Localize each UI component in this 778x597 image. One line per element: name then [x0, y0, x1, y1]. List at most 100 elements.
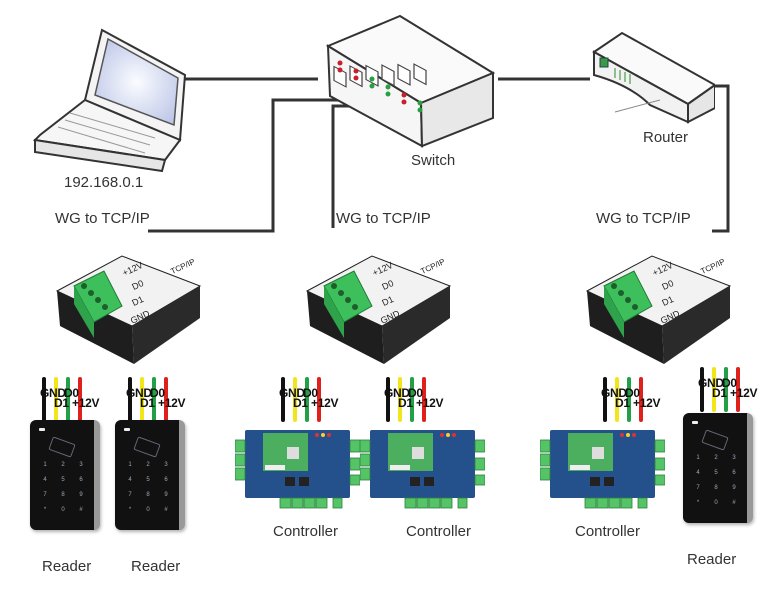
keypad-key: 7 [696, 485, 700, 491]
keypad-key: 9 [79, 492, 83, 498]
keypad-key: 8 [714, 485, 718, 491]
wire-label-d1: D1 [293, 396, 308, 410]
keypad-key: * [128, 507, 132, 513]
keypad-key: # [732, 500, 736, 506]
keypad-key: 8 [146, 492, 150, 498]
wire-d1 [140, 377, 144, 422]
wire-gnd [42, 377, 46, 422]
keypad-key: 3 [79, 462, 83, 468]
wire-d0 [410, 377, 414, 422]
keypad-key: 1 [696, 455, 700, 461]
link-label-1: WG to TCP/IP [55, 210, 150, 227]
wire-v12 [639, 377, 643, 422]
wg-tcpip-converter-3: +12V D0 D1 GND TCP/IP [582, 246, 732, 366]
wire-d0 [152, 377, 156, 422]
keypad-key: 6 [164, 477, 168, 483]
switch-label: Switch [411, 152, 456, 169]
wire-d1 [615, 377, 619, 422]
wire-v12 [78, 377, 82, 422]
access-controller-board [540, 430, 665, 509]
laptop-ip-label: 192.168.0.1 [64, 174, 144, 191]
status-led-icon [39, 428, 45, 431]
wire-label-d1: D1 [398, 396, 413, 410]
keypad-key: 3 [164, 462, 168, 468]
keypad-key: 9 [164, 492, 168, 498]
keypad-key: 4 [43, 477, 47, 483]
wire-gnd [603, 377, 607, 422]
keypad-key: 0 [61, 507, 65, 513]
keypad-key: 9 [732, 485, 736, 491]
wire-label-d0: D0 [722, 376, 737, 390]
wire-label-d1: D1 [140, 396, 155, 410]
converter-icon [585, 255, 732, 364]
controller-label: Controller [273, 523, 339, 540]
wire-gnd [700, 367, 704, 412]
wg-tcpip-converter-1: +12V D0 D1 GND TCP/IP [52, 246, 202, 366]
wire-label-v12: +12V [72, 396, 100, 410]
wire-label-gnd: GND [40, 386, 66, 400]
wire-gnd [281, 377, 285, 422]
keypad-key: 7 [128, 492, 132, 498]
controller-label: Controller [406, 523, 472, 540]
keypad-key: 4 [696, 470, 700, 476]
network-switch-icon [325, 14, 496, 148]
router [590, 30, 717, 130]
wire-label-d1: D1 [615, 396, 630, 410]
keypad-key: # [79, 507, 83, 513]
wire-label-d1: D1 [54, 396, 69, 410]
keypad-key: 2 [714, 455, 718, 461]
wire-label-gnd: GND [126, 386, 152, 400]
keypad-key: 6 [732, 470, 736, 476]
keypad-key: 0 [714, 500, 718, 506]
wire-label-gnd: GND [279, 386, 305, 400]
status-led-icon [124, 428, 130, 431]
wire-v12 [736, 367, 740, 412]
link-router-converter-3 [712, 84, 730, 233]
keypad-key: 8 [61, 492, 65, 498]
keypad-key: 7 [43, 492, 47, 498]
wire-label-d0: D0 [64, 386, 79, 400]
wire-label-d0: D0 [303, 386, 318, 400]
wire-v12 [422, 377, 426, 422]
wire-v12 [317, 377, 321, 422]
keypad-key: 6 [79, 477, 83, 483]
wire-gnd [386, 377, 390, 422]
keypad-key: 4 [128, 477, 132, 483]
keypad-key: 0 [146, 507, 150, 513]
wire-d0 [305, 377, 309, 422]
keypad-key: 3 [732, 455, 736, 461]
wire-label-gnd: GND [698, 376, 724, 390]
converter-icon [305, 255, 452, 364]
wire-label-d0: D0 [150, 386, 165, 400]
wire-label-v12: +12V [633, 396, 661, 410]
keypad-key: * [43, 507, 47, 513]
rfid-card-icon [701, 429, 729, 451]
wire-d1 [54, 377, 58, 422]
reader-label: Reader [131, 558, 181, 575]
link-label-2: WG to TCP/IP [336, 210, 431, 227]
status-led-icon [692, 421, 698, 424]
wire-d0 [724, 367, 728, 412]
laptop [30, 25, 190, 180]
wire-label-v12: +12V [416, 396, 444, 410]
laptop-icon [32, 28, 187, 173]
controller-label: Controller [575, 523, 641, 540]
wire-label-v12: +12V [158, 396, 186, 410]
wire-d0 [66, 377, 70, 422]
switch [318, 8, 503, 158]
keypad-key: 1 [128, 462, 132, 468]
link-label-3: WG to TCP/IP [596, 210, 691, 227]
wire-label-d0: D0 [408, 386, 423, 400]
wire-label-gnd: GND [601, 386, 627, 400]
keypad-key: 5 [61, 477, 65, 483]
